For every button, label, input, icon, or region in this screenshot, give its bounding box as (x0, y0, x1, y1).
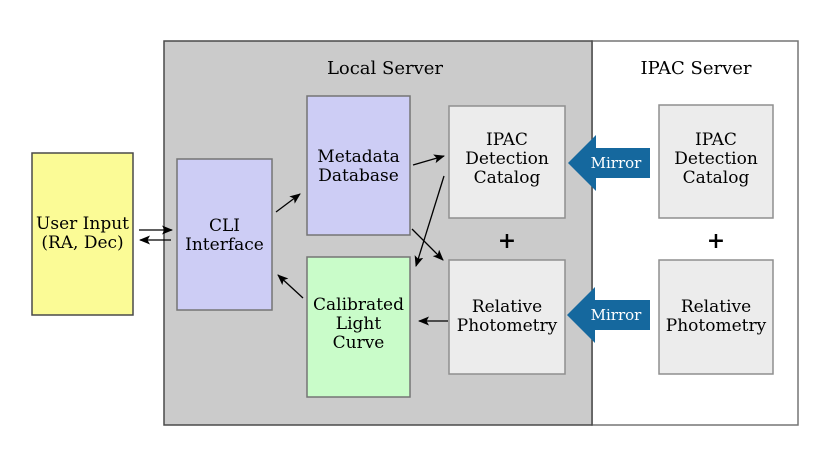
ipac-server-title: IPAC Server (640, 58, 751, 79)
mirror-arrow-bottom-label: Mirror (591, 306, 643, 324)
arrow-metadata-to-detection-catalog (412, 154, 445, 166)
cli-interface-box (176, 158, 273, 311)
local-relative-photometry-box (448, 259, 566, 375)
mirror-arrow-top: Mirror (568, 135, 650, 191)
metadata-database-box (306, 95, 411, 236)
plus-operator-ipac: + (707, 228, 725, 254)
local-server-title: Local Server (327, 58, 443, 79)
ipac-detection-catalog-box (658, 104, 774, 219)
mirror-arrow-bottom-shape (567, 287, 650, 343)
arrow-metadata-to-relative-photometry (411, 228, 444, 261)
local-detection-catalog-box (448, 105, 566, 219)
plus-operator-local: + (498, 228, 516, 254)
mirror-arrow-top-label: Mirror (591, 154, 643, 172)
user-input-label: User Input(RA, Dec) (36, 214, 129, 253)
arrow-detection-catalog-to-light-curve (414, 175, 445, 267)
calibrated-light-curve-box (306, 256, 411, 398)
arrow-light-curve-to-cli (277, 274, 304, 299)
ipac-relative-photometry-box (658, 259, 774, 375)
user-input-node: User Input(RA, Dec) (31, 152, 134, 316)
arrow-cli-to-metadata-database (275, 193, 301, 213)
user-input-box (31, 152, 134, 316)
mirror-arrow-top-shape (568, 135, 650, 191)
mirror-arrow-bottom: Mirror (567, 287, 650, 343)
